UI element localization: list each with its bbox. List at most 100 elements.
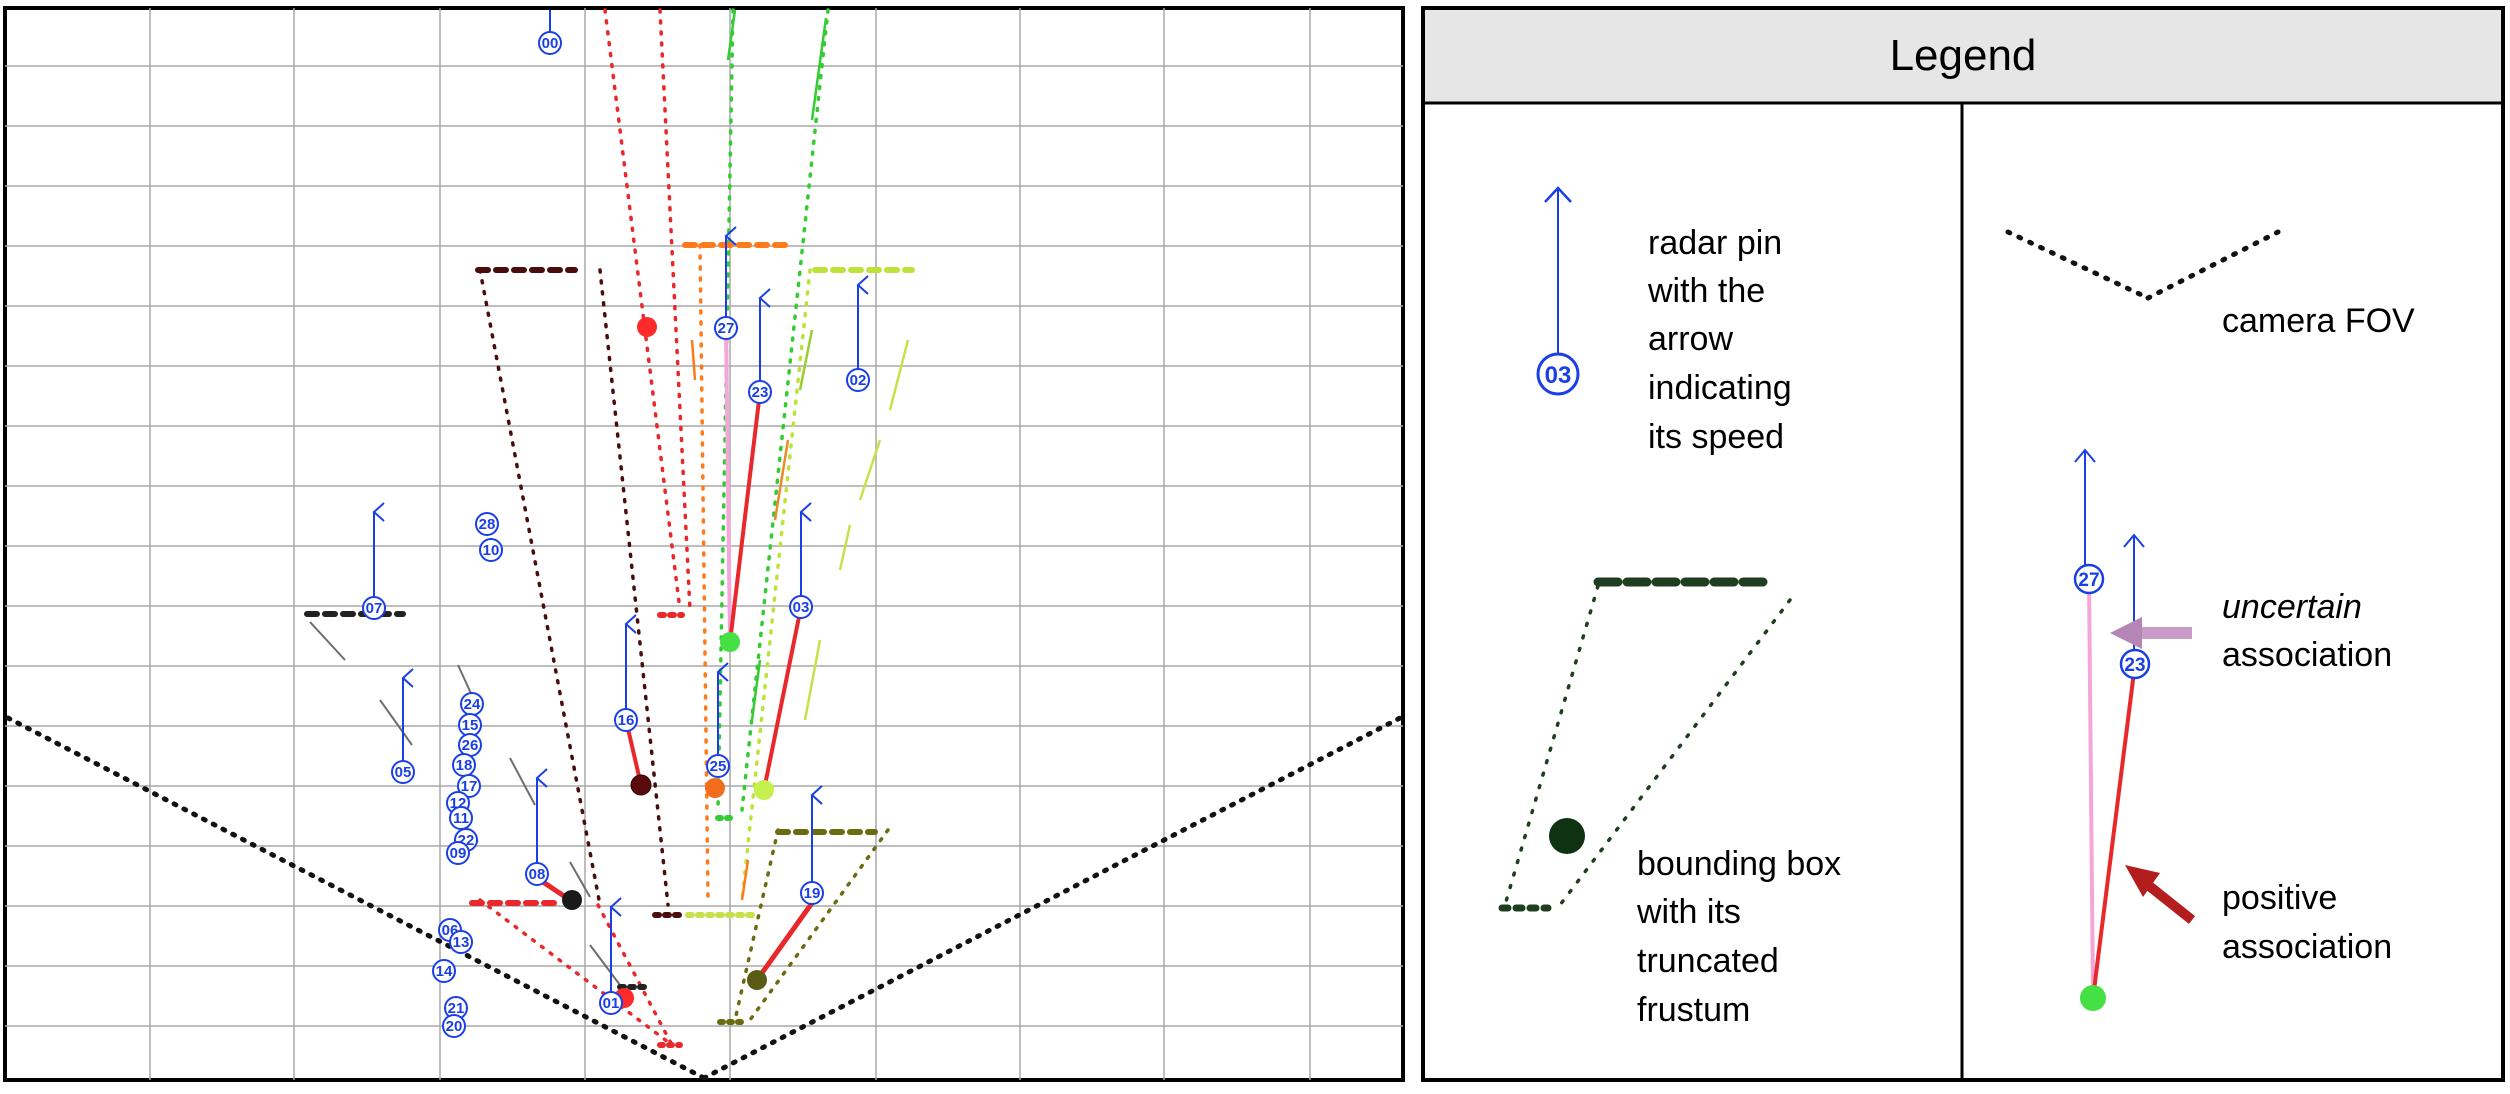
radar-pin-label: 18 <box>456 757 473 774</box>
radar-pin-17: 17 <box>457 774 481 798</box>
legend-bbox-center-dot <box>2080 985 2106 1011</box>
radar-pin-label: 21 <box>448 1000 465 1017</box>
svg-text:arrow: arrow <box>1648 320 1733 358</box>
radar-pin-11: 11 <box>449 806 473 830</box>
radar-pin-label: 05 <box>395 764 412 781</box>
birdseye-view-panel: 00 27 23 02 28 10 07 03 24 15 26 18 17 1… <box>3 6 1405 1082</box>
positive-association-line <box>754 901 815 982</box>
radar-pin-23: 23 <box>748 288 772 404</box>
bbox-center-dot <box>637 317 657 337</box>
legend-radar-pin-example: 03 <box>1536 186 1580 396</box>
legend-association-text: uncertain association positive associati… <box>2222 588 2392 966</box>
svg-text:with the: with the <box>1647 272 1765 310</box>
radar-pin-label: 25 <box>710 758 727 775</box>
radar-pin-label: 11 <box>453 810 469 827</box>
radar-pin-label: 17 <box>461 778 478 795</box>
legend-camera-fov-label: camera FOV <box>2222 302 2415 340</box>
radar-pin-label: 10 <box>483 542 500 559</box>
radar-pin-03: 03 <box>789 502 813 619</box>
legend-positive-line <box>2091 663 2137 999</box>
legend-radar-pin-text: radar pin with the arrow indicating its … <box>1647 224 1792 456</box>
radar-pin-08: 08 <box>525 768 549 886</box>
svg-text:its speed: its speed <box>1648 418 1784 456</box>
bbox-center-dot <box>747 970 767 990</box>
radar-pin-label: 26 <box>462 737 479 754</box>
frustum-lines <box>478 8 890 1047</box>
legend-pin-label: 03 <box>1545 362 1572 389</box>
svg-text:indicating: indicating <box>1648 369 1792 407</box>
legend-bounding-box-text: bounding box with its truncated frustum <box>1636 845 1841 1029</box>
radar-pin-18: 18 <box>452 753 476 777</box>
bbox-center-dot <box>630 774 652 796</box>
radar-pin-label: 09 <box>450 845 467 862</box>
svg-text:positive: positive <box>2222 879 2337 917</box>
bbox-center-dot <box>562 890 582 910</box>
radar-pin-label: 01 <box>603 995 620 1012</box>
radar-pin-16: 16 <box>614 614 638 732</box>
radar-pin-label: 08 <box>529 866 546 883</box>
camera-fov-lines <box>5 715 1403 1081</box>
uncertain-pointer-arrow <box>2110 617 2192 649</box>
positive-pointer-arrow <box>2125 865 2196 924</box>
bbox-center-dot <box>705 778 725 798</box>
radar-pin-label: 19 <box>804 885 821 902</box>
radar-pin-21: 21 <box>444 996 468 1020</box>
radar-pin-05: 05 <box>391 668 415 784</box>
radar-pin-25: 25 <box>706 662 730 778</box>
radar-pin-15: 15 <box>458 713 482 737</box>
svg-text:uncertain: uncertain <box>2222 588 2362 626</box>
radar-pin-14: 14 <box>432 959 456 983</box>
svg-text:with its: with its <box>1636 893 1741 931</box>
radar-pin-24: 24 <box>460 692 484 716</box>
svg-text:truncated: truncated <box>1637 942 1779 980</box>
legend-bounding-box-example <box>1498 577 1792 912</box>
bbox-center-dot <box>720 632 740 652</box>
radar-pin-label: 07 <box>366 600 383 617</box>
bbox-center-dot <box>754 780 774 800</box>
legend-uncertain-line <box>2087 578 2095 999</box>
radar-pin-label: 16 <box>618 712 635 729</box>
grid <box>5 8 1403 1080</box>
radar-pin-20: 20 <box>442 1014 466 1038</box>
radar-pin-label: 24 <box>464 696 481 713</box>
radar-pin-label: 00 <box>542 35 559 52</box>
radar-pin-00: 00 <box>538 10 562 55</box>
legend-camera-fov-example <box>2005 229 2281 301</box>
radar-pin-27: 27 <box>714 226 738 340</box>
legend-title: Legend <box>1890 31 2037 80</box>
svg-text:bounding box: bounding box <box>1637 845 1841 883</box>
radar-pin-label: 20 <box>446 1018 463 1035</box>
radar-pin-26: 26 <box>458 733 482 757</box>
radar-pin-label: 03 <box>793 599 810 616</box>
legend-association-example: 27 23 <box>2073 448 2196 1011</box>
radar-pin-label: 13 <box>453 934 470 951</box>
legend-assoc-pin-label: 23 <box>2124 655 2145 676</box>
svg-text:radar pin: radar pin <box>1648 224 1782 262</box>
radar-pin-label: 15 <box>462 717 479 734</box>
positive-association-line <box>728 391 762 643</box>
legend-header <box>1425 10 2501 102</box>
positive-association-line <box>762 606 803 791</box>
legend-panel: Legend 03 radar pin with the arrow indic… <box>1421 6 2505 1082</box>
bounding-box-tops <box>304 242 915 1048</box>
radar-pin-label: 02 <box>850 372 867 389</box>
radar-pin-label: 28 <box>479 516 496 533</box>
radar-pin-19: 19 <box>800 785 824 905</box>
radar-pin-10: 10 <box>479 538 503 562</box>
radar-pin-01: 01 <box>599 897 623 1015</box>
uncertain-association-line <box>724 327 732 643</box>
radar-pin-28: 28 <box>475 512 499 536</box>
radar-pin-07: 07 <box>362 502 386 620</box>
radar-pin-label: 23 <box>752 384 769 401</box>
radar-pin-13: 13 <box>449 930 473 954</box>
svg-text:frustum: frustum <box>1637 991 1750 1029</box>
radar-pin-label: 27 <box>718 320 735 337</box>
radar-pin-02: 02 <box>846 275 870 392</box>
radar-pin-09: 09 <box>446 841 470 865</box>
track-streaks <box>690 9 910 901</box>
legend-assoc-pin-label: 27 <box>2078 570 2099 591</box>
radar-pin-label: 14 <box>436 963 453 980</box>
svg-text:association: association <box>2222 636 2392 674</box>
radar-pins: 00 27 23 02 28 10 07 03 24 15 26 18 17 1… <box>362 10 870 1038</box>
